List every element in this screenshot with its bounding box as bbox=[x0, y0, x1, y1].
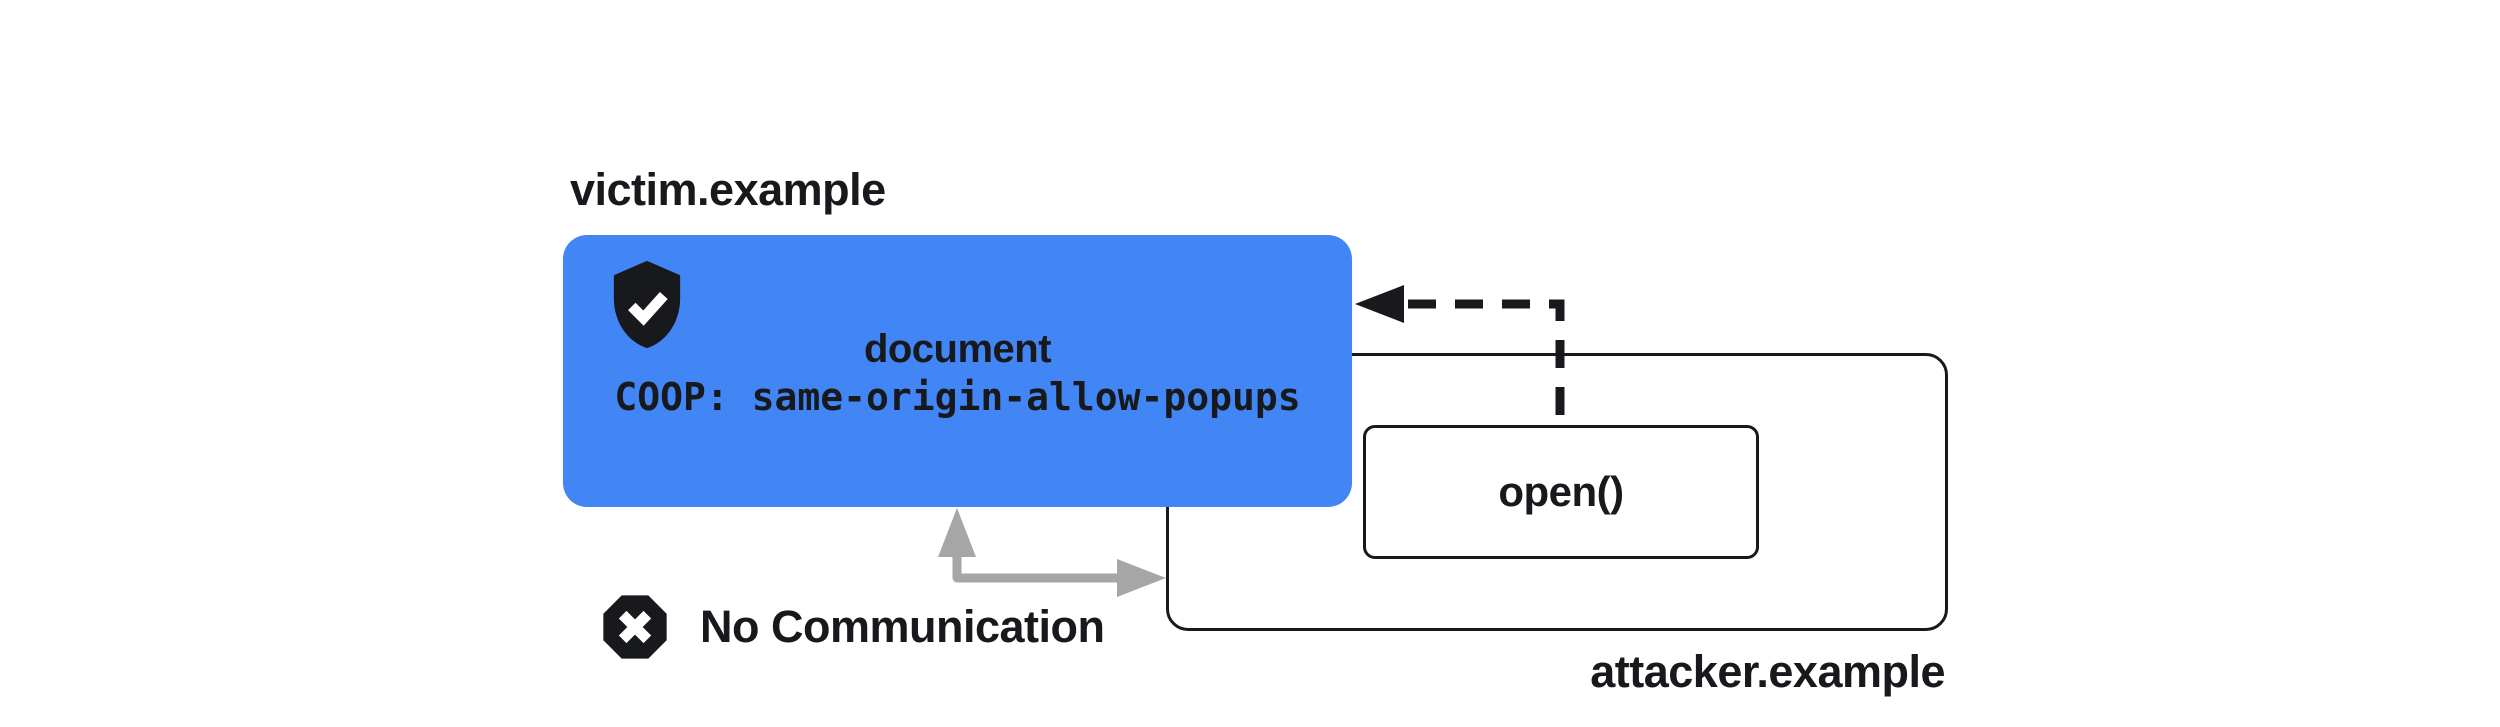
no-communication-status: No Communication bbox=[597, 589, 1105, 665]
coop-header-value: COOP: same-origin-allow-popups bbox=[614, 375, 1301, 419]
document-label: document bbox=[863, 327, 1052, 371]
victim-document-text: document COOP: same-origin-allow-popups bbox=[563, 325, 1352, 422]
no-communication-arrow bbox=[938, 508, 1166, 597]
open-call-box: open() bbox=[1363, 425, 1759, 559]
shield-check-icon bbox=[613, 260, 681, 349]
victim-document-box: document COOP: same-origin-allow-popups bbox=[563, 235, 1352, 507]
octagon-x-icon bbox=[603, 595, 667, 659]
attacker-domain-label: attacker.example bbox=[1590, 646, 1945, 697]
open-call-label: open() bbox=[1498, 468, 1624, 515]
victim-domain-label: victim.example bbox=[570, 164, 886, 215]
no-communication-label: No Communication bbox=[700, 601, 1105, 652]
